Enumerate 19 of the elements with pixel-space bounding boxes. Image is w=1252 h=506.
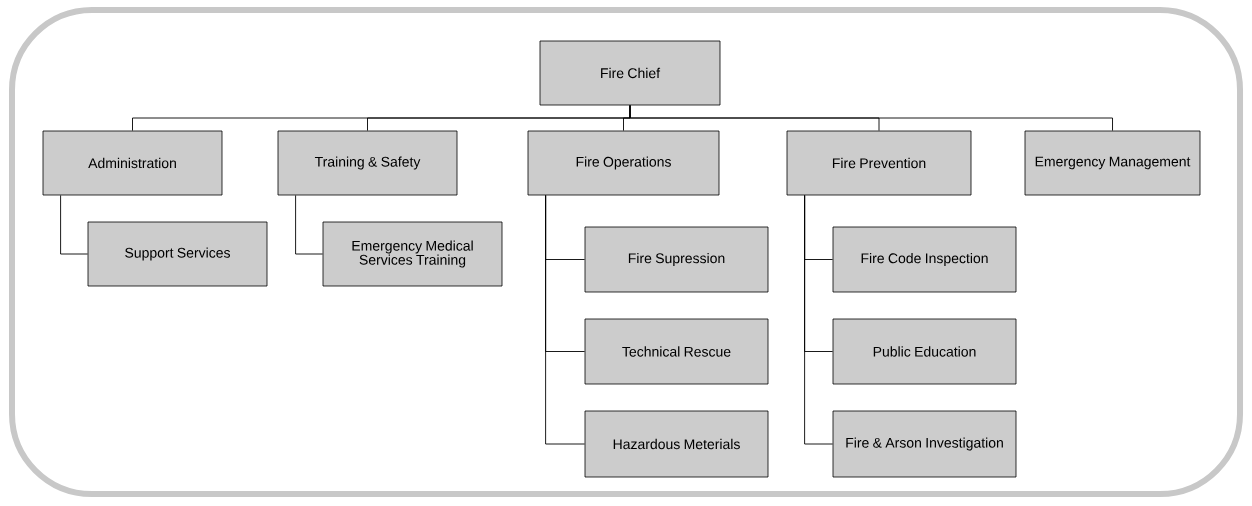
org-box: Administration bbox=[42, 130, 223, 196]
org-box: Technical Rescue bbox=[584, 318, 769, 385]
connector-line bbox=[60, 194, 89, 255]
org-box: Fire Chief bbox=[539, 40, 721, 106]
org-box: Hazardous Meterials bbox=[584, 410, 769, 478]
connector-line bbox=[804, 194, 834, 445]
org-box: Training & Safety bbox=[277, 130, 458, 196]
connector-line bbox=[629, 104, 1113, 132]
org-box: Fire Prevention bbox=[786, 130, 972, 196]
connector-line bbox=[295, 194, 324, 255]
org-box: Support Services bbox=[87, 221, 268, 287]
org-box: Emergency Medical Services Training bbox=[322, 221, 503, 287]
org-box: Fire Operations bbox=[527, 130, 720, 196]
org-box: Fire Code Inspection bbox=[832, 226, 1017, 293]
connector-line bbox=[545, 194, 586, 445]
org-box: Emergency Management bbox=[1024, 130, 1201, 196]
org-box: Fire Supression bbox=[584, 226, 769, 293]
org-box: Fire & Arson Investigation bbox=[832, 410, 1017, 478]
org-box: Public Education bbox=[832, 318, 1017, 385]
